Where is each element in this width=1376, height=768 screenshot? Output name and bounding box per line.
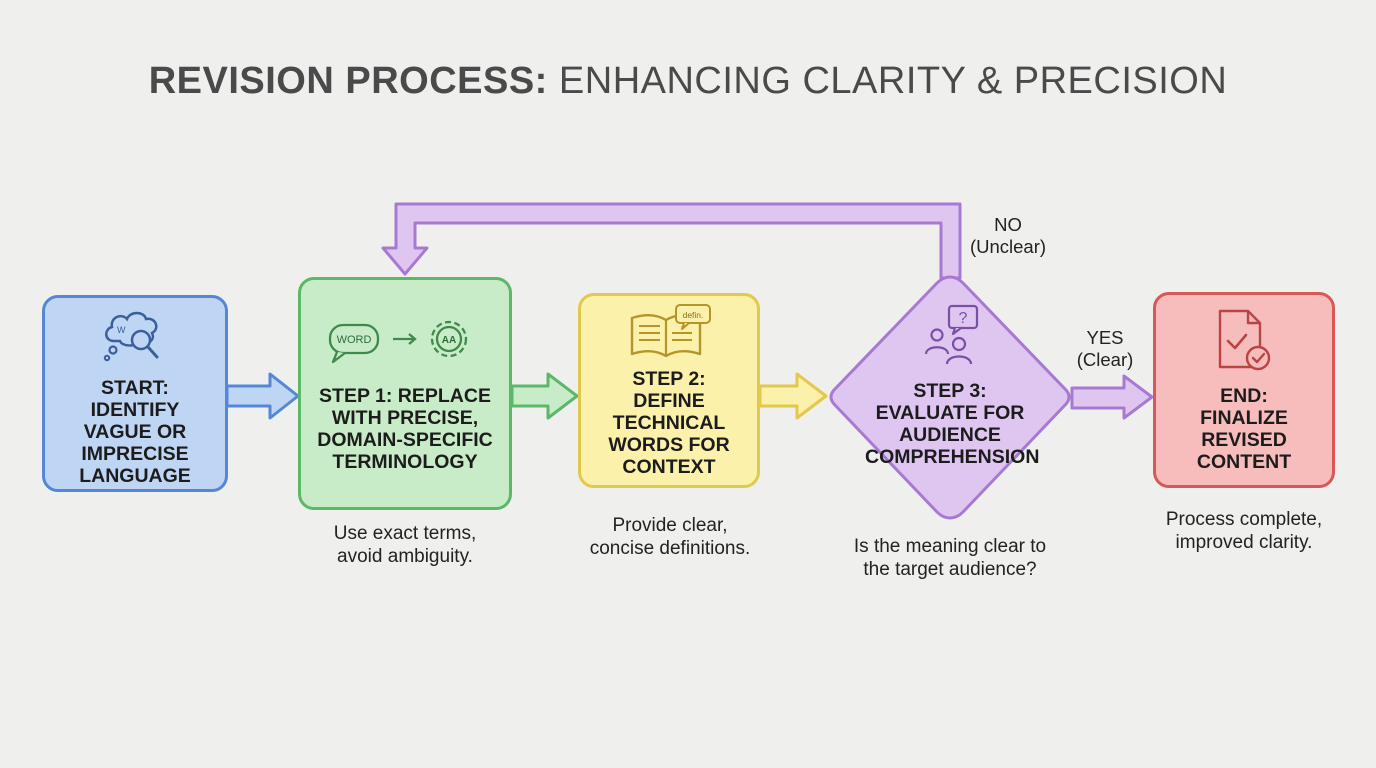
- step3-label: STEP 3: EVALUATE FOR AUDIENCE COMPREHENS…: [865, 380, 1040, 468]
- document-check-icon: [1218, 309, 1271, 371]
- arrow-loop-no: [381, 202, 962, 280]
- step2-label: STEP 2: DEFINE TECHNICAL WORDS FOR CONTE…: [608, 367, 730, 478]
- thought-cloud-magnifier-icon: W: [103, 311, 159, 361]
- svg-text:W: W: [117, 325, 126, 335]
- step2-caption: Provide clear, concise definitions.: [589, 515, 751, 559]
- step1-node: WORD AA STEP 1: REPLACE WITH PRECISE, DO…: [298, 277, 512, 510]
- step2-node: defin. STEP 2: DEFINE TECHNICAL WORDS FO…: [578, 293, 760, 488]
- arrow-step3-to-end: [1070, 374, 1154, 420]
- svg-text:AA: AA: [442, 335, 456, 346]
- start-label: START: IDENTIFY VAGUE OR IMPRECISE LANGU…: [79, 376, 191, 487]
- svg-text:defin.: defin.: [683, 310, 704, 320]
- audience-question-icon: ?: [924, 304, 979, 365]
- step3-caption: Is the meaning clear to the target audie…: [853, 536, 1047, 580]
- arrow-start-to-step1: [225, 372, 300, 420]
- step1-label: STEP 1: REPLACE WITH PRECISE, DOMAIN-SPE…: [317, 384, 493, 473]
- start-node: W START: IDENTIFY VAGUE OR IMPRECISE LAN…: [42, 295, 228, 492]
- end-node: END: FINALIZE REVISED CONTENT: [1153, 292, 1335, 488]
- no-label: NO (Unclear): [969, 214, 1047, 257]
- title-rest: ENHANCING CLARITY & PRECISION: [558, 60, 1228, 102]
- arrow-step2-to-step3: [758, 372, 828, 420]
- arrow-step1-to-step2: [510, 372, 579, 420]
- diagram-title: REVISION PROCESS: ENHANCING CLARITY & PR…: [0, 60, 1376, 103]
- end-caption: Process complete, improved clarity.: [1165, 509, 1323, 553]
- yes-label: YES (Clear): [1076, 327, 1134, 370]
- open-book-definition-icon: defin.: [630, 303, 711, 357]
- end-label: END: FINALIZE REVISED CONTENT: [1196, 385, 1292, 473]
- word-to-gear-icon: WORD AA: [328, 320, 468, 363]
- title-bold: REVISION PROCESS:: [148, 60, 548, 102]
- step1-caption: Use exact terms, avoid ambiguity.: [333, 523, 477, 567]
- svg-text:?: ?: [959, 310, 968, 327]
- svg-text:WORD: WORD: [337, 334, 372, 346]
